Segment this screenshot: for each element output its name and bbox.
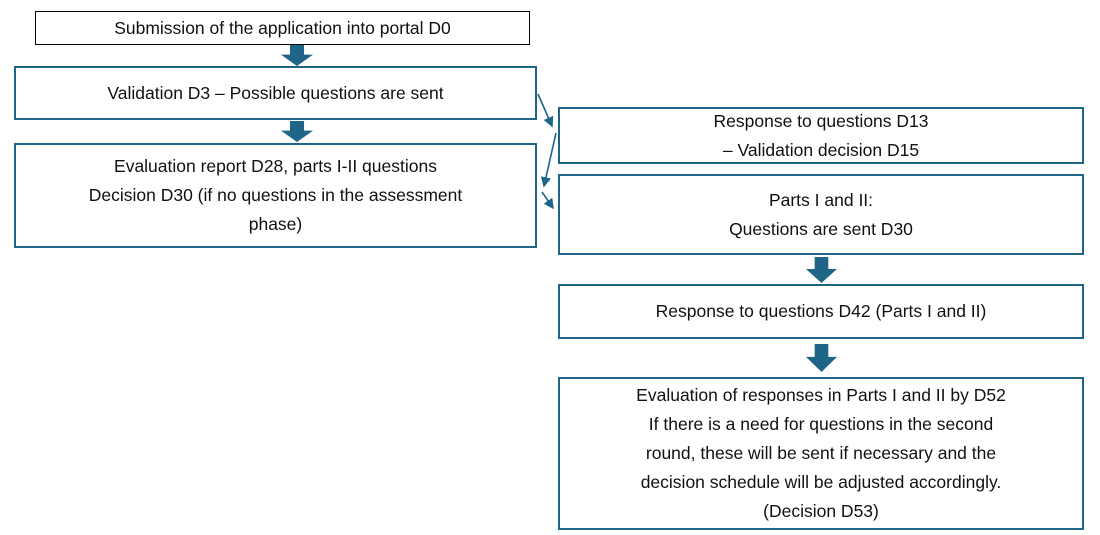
connector-evaluation-report-to-parts-questions-icon: [541, 191, 554, 210]
box-evaluation-responses-line-5: (Decision D53): [763, 501, 879, 521]
box-response-d13: Response to questions D13 – Validation d…: [558, 107, 1084, 164]
down-arrow-icon: [281, 121, 313, 142]
box-submission-text: Submission of the application into porta…: [114, 17, 451, 38]
box-evaluation-responses-line-1: Evaluation of responses in Parts I and I…: [636, 385, 1006, 405]
down-arrow-icon: [806, 344, 837, 372]
box-evaluation-responses: Evaluation of responses in Parts I and I…: [558, 377, 1084, 530]
box-evaluation-report-line-3: phase): [248, 214, 303, 234]
box-evaluation-responses-line-3: round, these will be sent if necessary a…: [645, 443, 997, 463]
box-response-d42: Response to questions D42 (Parts I and I…: [558, 284, 1084, 339]
box-evaluation-report-line-1: Evaluation report D28, parts I-II questi…: [114, 156, 437, 176]
connector-validation-to-response-d13-icon: [537, 93, 554, 128]
box-validation-text: Validation D3 – Possible questions are s…: [107, 82, 444, 103]
box-response-d13-line-1: Response to questions D13: [713, 110, 929, 131]
down-arrow-icon: [806, 257, 837, 283]
box-evaluation-responses-line-2: If there is a need for questions in the …: [648, 414, 994, 434]
box-response-d13-line-2: – Validation decision D15: [722, 139, 920, 160]
box-submission: Submission of the application into porta…: [35, 11, 530, 45]
box-parts-questions-line-1: Parts I and II:: [768, 189, 874, 210]
box-validation: Validation D3 – Possible questions are s…: [14, 66, 537, 120]
down-arrow-icon: [281, 45, 313, 66]
box-evaluation-report-line-2: Decision D30 (if no questions in the ass…: [88, 185, 463, 205]
box-evaluation-responses-line-4: decision schedule will be adjusted accor…: [640, 472, 1002, 492]
box-parts-questions: Parts I and II: Questions are sent D30: [558, 174, 1084, 255]
box-evaluation-report: Evaluation report D28, parts I-II questi…: [14, 143, 537, 248]
box-parts-questions-line-2: Questions are sent D30: [729, 218, 913, 239]
box-response-d42-text: Response to questions D42 (Parts I and I…: [655, 301, 987, 321]
connector-response-d13-to-evaluation-report-icon: [540, 132, 557, 188]
